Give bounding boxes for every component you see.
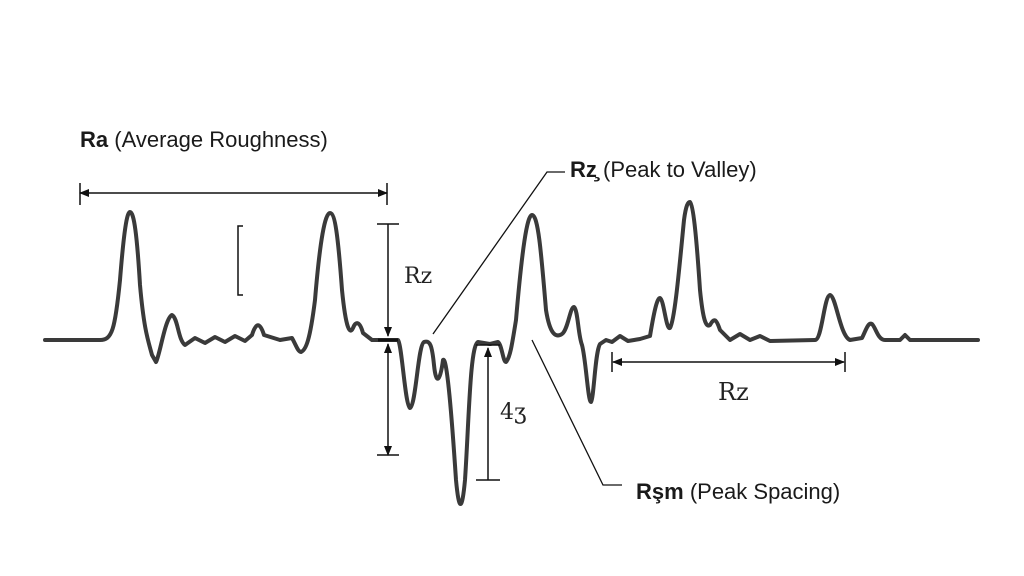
rz-horizontal-dimension [611, 352, 846, 372]
rsm-label: Rşm (Peak Spacing) [636, 479, 840, 505]
rz-leader-line [432, 171, 565, 335]
bracket-marker [237, 225, 243, 296]
rz-vertical-label: Rz [404, 264, 433, 289]
rz-horizontal-label: Rz [718, 378, 749, 406]
surface-profile [43, 200, 980, 506]
rz-symbol: Rz̧ [570, 157, 597, 182]
ra-symbol: Ra [80, 127, 109, 152]
ra-description: (Average Roughness) [114, 127, 328, 152]
rsm-symbol: Rşm [636, 479, 684, 504]
rsm-leader-line [531, 339, 622, 486]
rz-description: (Peak to Valley) [603, 157, 757, 182]
rz-label: Rz̧ (Peak to Valley) [570, 157, 757, 183]
rsm-description: (Peak Spacing) [689, 479, 841, 504]
ra-label: Ra (Average Roughness) [80, 127, 328, 153]
depth-dimension [476, 344, 500, 481]
rz-vertical-dimension [377, 223, 399, 456]
depth-label: 4ʒ [500, 400, 527, 425]
ra-dimension [79, 183, 388, 205]
